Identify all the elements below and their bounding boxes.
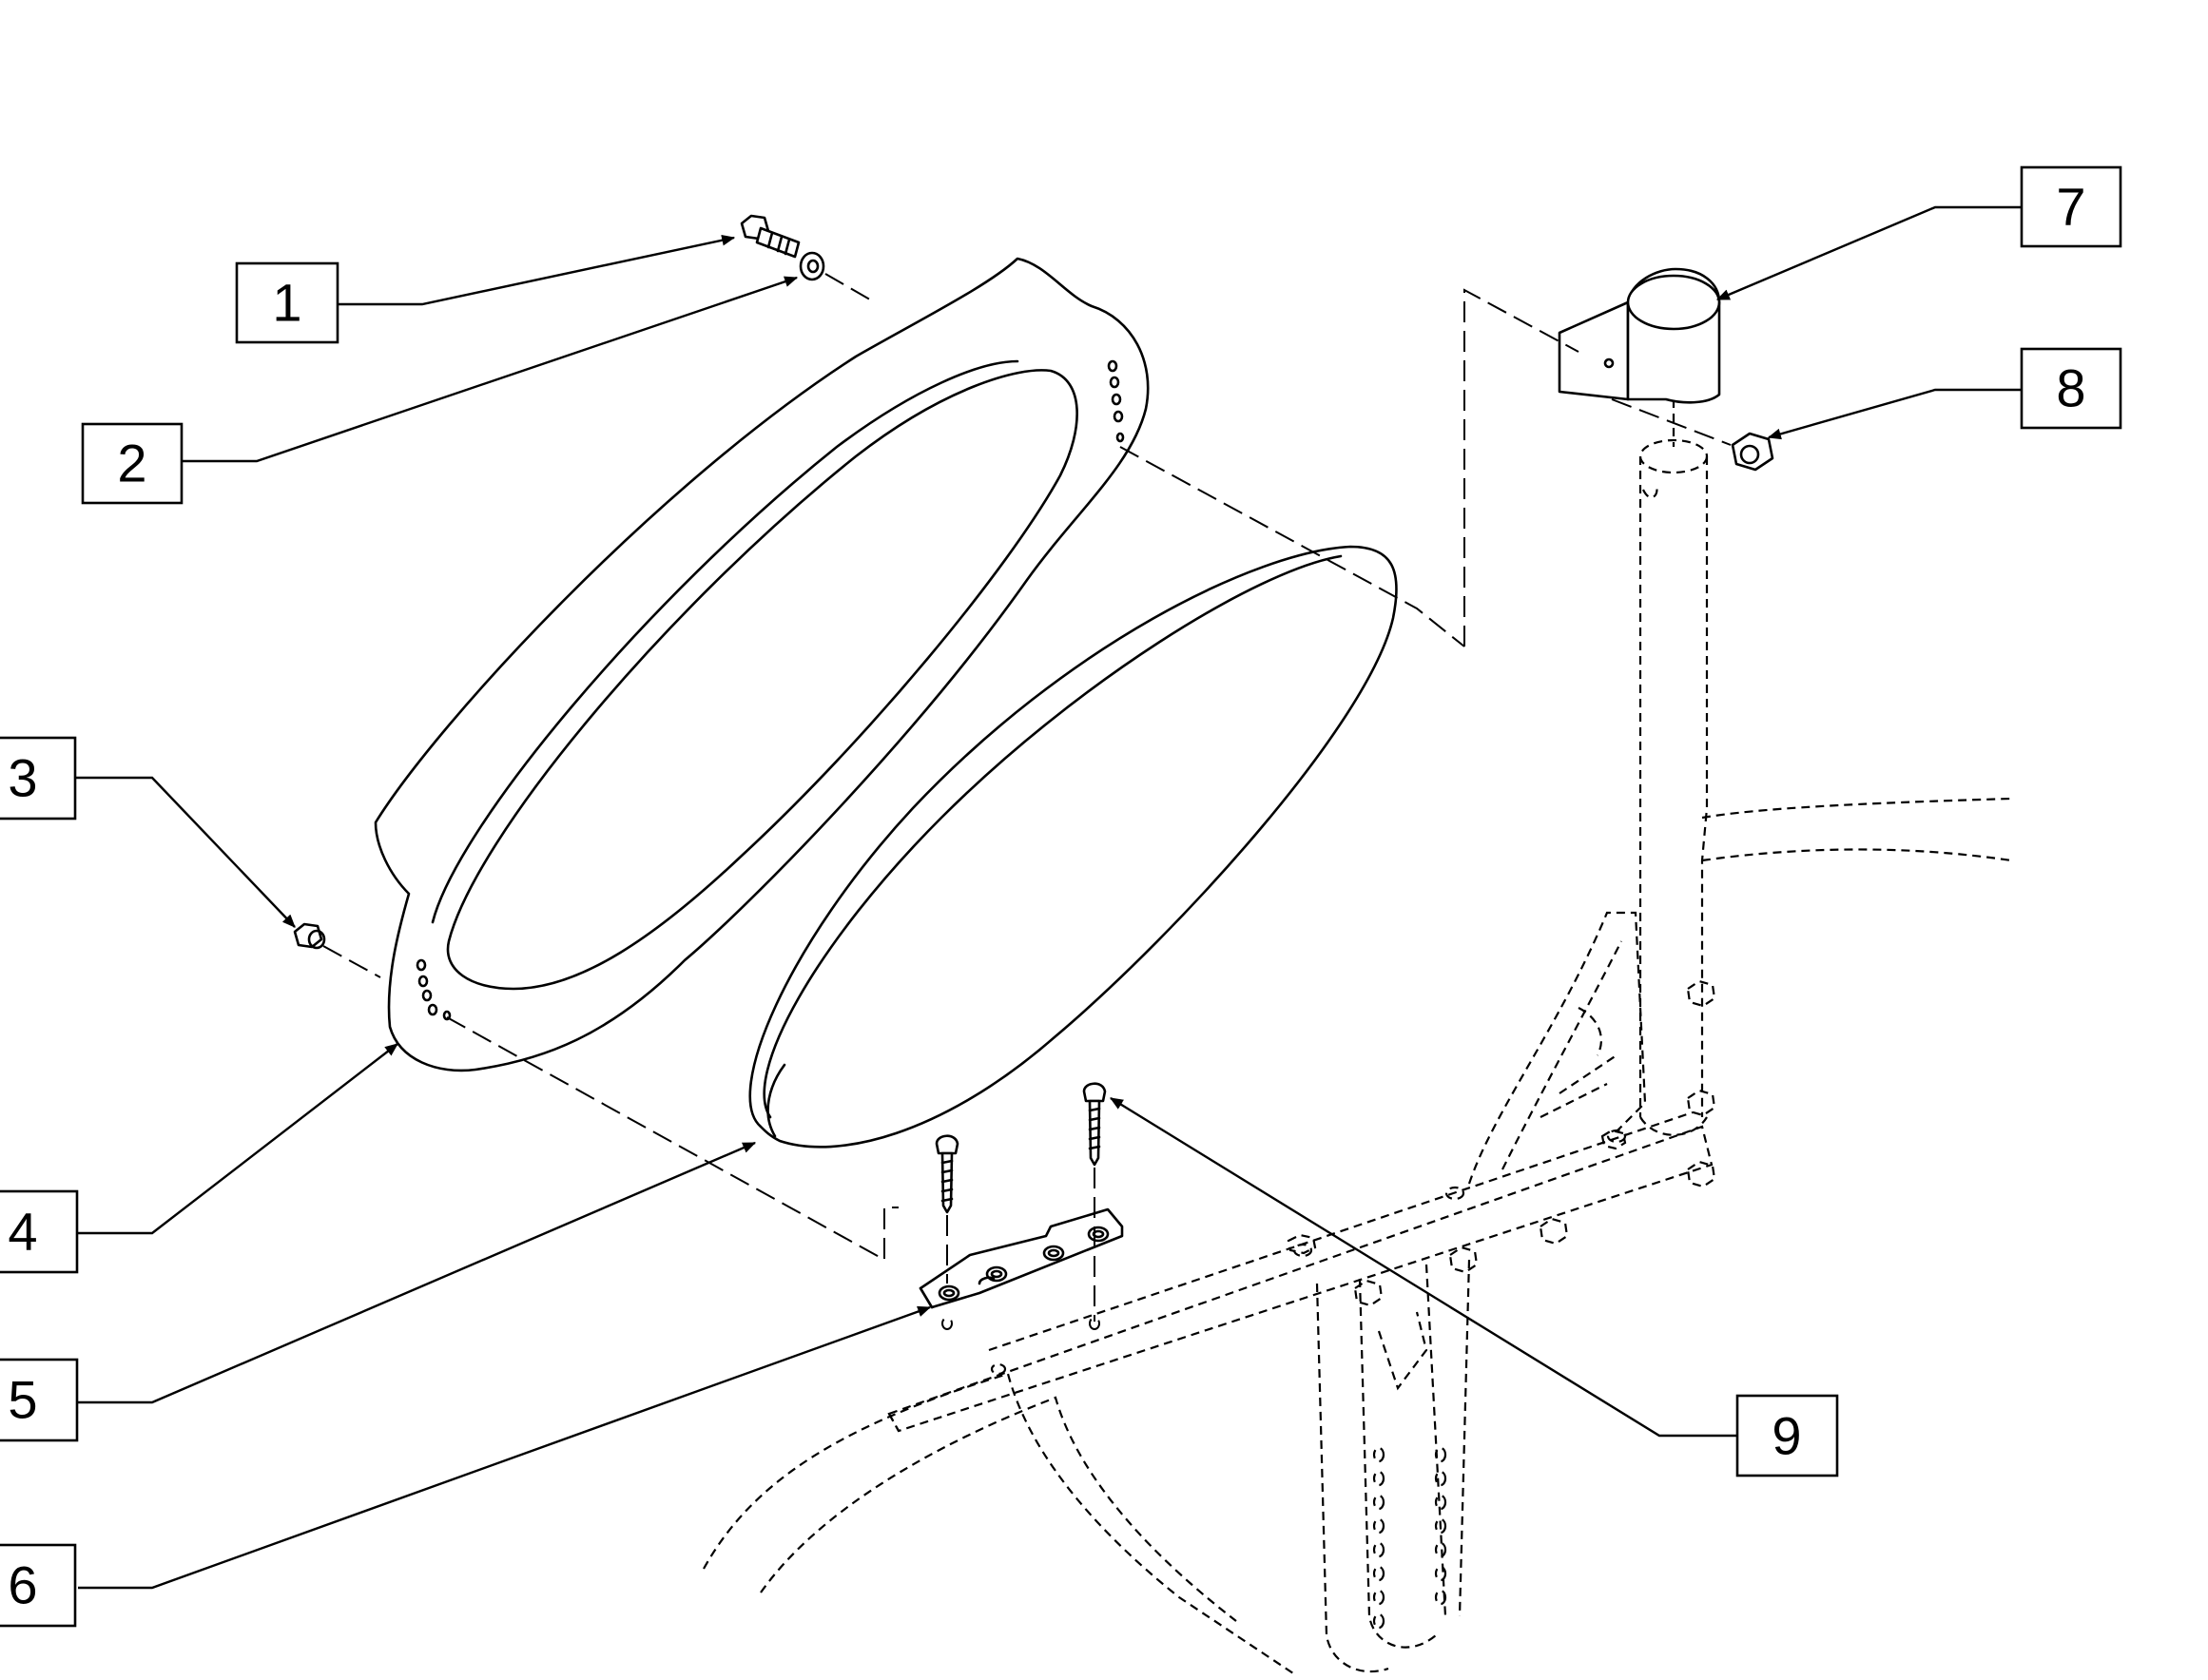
- bolt-part-3: [293, 922, 326, 950]
- callout-8: 8: [2020, 347, 2122, 430]
- back-shell-holes: [416, 359, 1125, 1021]
- assembly-center-lines: [322, 273, 1732, 1330]
- callout-3: 3: [0, 736, 77, 821]
- callout-4: 4: [0, 1189, 79, 1274]
- foot-bracket-holes: [1372, 1446, 1447, 1630]
- mounting-clamp: [1558, 267, 1721, 404]
- callout-1: 1: [235, 261, 339, 344]
- bolt-part-1: [740, 214, 801, 259]
- screw-part-9: [1082, 1082, 1107, 1167]
- callout-number: 7: [2056, 177, 2085, 237]
- callout-2: 2: [81, 422, 184, 505]
- leader-lines: [76, 205, 2021, 1590]
- nut-part-8: [1731, 432, 1774, 472]
- callout-number: 4: [8, 1202, 37, 1262]
- wheelchair-frame-phantom: [703, 797, 2012, 1674]
- callout-6: 6: [0, 1543, 77, 1628]
- mounting-plate: [919, 1207, 1124, 1309]
- callout-number: 1: [272, 273, 301, 333]
- upright-tube: [1638, 399, 1709, 1136]
- callout-number: 3: [8, 748, 37, 808]
- callout-number: 9: [1772, 1406, 1801, 1466]
- frame-nuts: [1287, 979, 1716, 1307]
- callout-number: 6: [8, 1555, 37, 1615]
- callout-5: 5: [0, 1358, 79, 1442]
- back-shell: [374, 257, 1150, 1072]
- callout-9: 9: [1735, 1394, 1839, 1477]
- callout-number: 5: [8, 1370, 37, 1430]
- callout-7: 7: [2020, 165, 2122, 248]
- callout-number: 8: [2056, 358, 2085, 418]
- callout-number: 2: [117, 434, 146, 493]
- back-cushion: [748, 545, 1398, 1149]
- washer-part-2: [799, 251, 825, 281]
- screw-left: [935, 1134, 959, 1214]
